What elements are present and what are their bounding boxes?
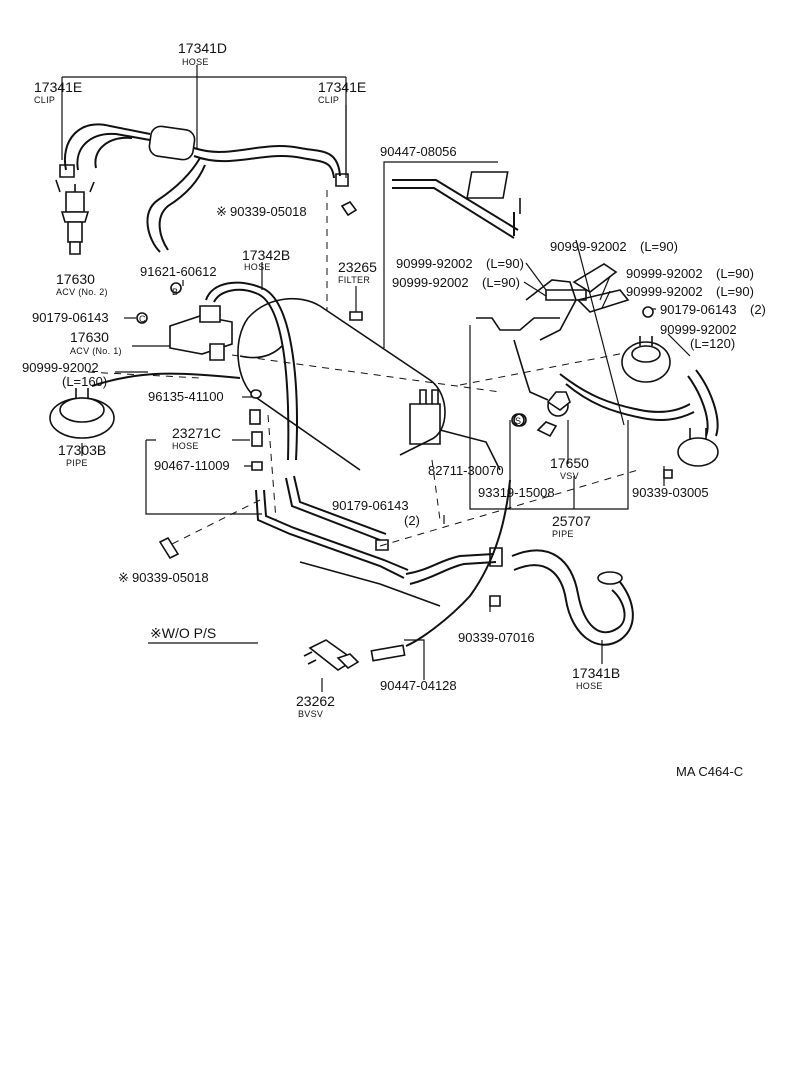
label-90999-92002-l120: 90999-92002 [660, 322, 737, 337]
label-17303b-name: PIPE [66, 458, 88, 468]
hose-17342b-drawing [205, 281, 298, 461]
label-90339-05018-upper-mark: ※ [216, 204, 227, 219]
label-90339-05018-upper: 90339-05018 [230, 204, 307, 219]
label-17303b-number: 17303B [58, 442, 106, 458]
label-17342b-number: 17342B [242, 247, 290, 263]
label-17341b-number: 17341B [572, 665, 620, 681]
acv-no2-drawing [55, 179, 95, 255]
label-90999-92002-e: 90999-92002 [626, 284, 703, 299]
label-90339-03005: 90339-03005 [632, 485, 709, 500]
label-93319-15008: 93319-15008 [478, 485, 555, 500]
hose-17341b-drawing [511, 549, 634, 646]
canister-drawing [237, 297, 501, 471]
label-23265-name: FILTER [338, 275, 370, 285]
bvsv-23262-drawing [303, 639, 360, 671]
label-l90-d: (L=90) [716, 266, 754, 281]
drawing-code: MA C464-C [676, 764, 743, 779]
label-l90-c: (L=90) [640, 239, 678, 254]
hose-90447-08056-drawing [392, 171, 521, 239]
label-17630-acv2-number: 17630 [56, 271, 95, 287]
label-17341d-name: HOSE [182, 57, 209, 67]
dashed-reference-lines [87, 190, 641, 547]
label-17341e-right-number: 17341E [318, 79, 366, 95]
label-90179-06143-right-qty: (2) [750, 302, 766, 317]
label-17630-acv1-number: 17630 [70, 329, 109, 345]
callout-s: S [515, 416, 521, 426]
hose-l160-drawing [91, 372, 241, 387]
label-90339-07016: 90339-07016 [458, 630, 535, 645]
pipe-17303b-drawing [49, 388, 115, 439]
label-90179-06143-lower-qty: (2) [404, 513, 420, 528]
label-25707-number: 25707 [552, 513, 591, 529]
label-90447-08056: 90447-08056 [380, 144, 457, 159]
label-90467-11009: 90467-11009 [154, 458, 230, 473]
label-l120: (L=120) [690, 336, 735, 351]
part-labels: 17341D HOSE 17341E CLIP 17341E CLIP 9044… [22, 40, 766, 779]
lower-pipe-assembly-drawing [255, 475, 503, 607]
filter-23265-drawing [349, 311, 363, 321]
label-l90-e: (L=90) [716, 284, 754, 299]
label-17341e-left-name: CLIP [34, 95, 55, 105]
label-25707-name: PIPE [552, 529, 574, 539]
small-hose-parts-drawing [158, 389, 263, 560]
label-90999-92002-a: 90999-92002 [396, 256, 473, 271]
callout-s-circle [511, 413, 525, 427]
plug-90339-07016-drawing [489, 595, 501, 607]
label-82711-30070: 82711-30070 [428, 463, 504, 478]
label-17630-acv1-name: ACV (No. 1) [70, 346, 122, 356]
label-23271c-name: HOSE [172, 441, 199, 451]
label-90179-06143-right: 90179-06143 [660, 302, 737, 317]
label-90999-92002-d: 90999-92002 [626, 266, 703, 281]
right-dampers-drawing [621, 306, 719, 479]
label-90179-06143-left: 90179-06143 [32, 310, 109, 325]
label-90339-05018-lower-mark: ※ [118, 570, 129, 585]
label-23271c-number: 23271C [172, 425, 221, 441]
leader-lines [61, 65, 691, 692]
note-wo-ps: ※W/O P/S [150, 625, 216, 641]
label-90179-06143-lower: 90179-06143 [332, 498, 409, 513]
label-17341b-name: HOSE [576, 681, 603, 691]
label-17630-acv2-name: ACV (No. 2) [56, 287, 108, 297]
label-17650-number: 17650 [550, 455, 589, 471]
label-90999-92002-b: 90999-92002 [392, 275, 469, 290]
label-23262-number: 23262 [296, 693, 335, 709]
label-17341e-right-name: CLIP [318, 95, 339, 105]
label-90999-92002-l160: 90999-92002 [22, 360, 99, 375]
label-17342b-name: HOSE [244, 262, 271, 272]
label-17341e-left-number: 17341E [34, 79, 82, 95]
callout-c: C [139, 314, 146, 324]
label-l90-b: (L=90) [482, 275, 520, 290]
label-90999-92002-c: 90999-92002 [550, 239, 627, 254]
hose-90447-04128-drawing [370, 479, 511, 662]
label-l160: (L=160) [62, 374, 107, 389]
label-23265-number: 23265 [338, 259, 377, 275]
plug-upper-drawing [340, 200, 358, 217]
callout-b: B [172, 287, 178, 297]
label-96135-41100: 96135-41100 [148, 389, 224, 404]
label-17650-name: VSV [560, 471, 579, 481]
label-l90-a: (L=90) [486, 256, 524, 271]
label-91621-60612: 91621-60612 [140, 264, 217, 279]
label-90339-05018-lower: 90339-05018 [132, 570, 209, 585]
label-23262-name: BVSV [298, 709, 323, 719]
acv-no1-drawing [136, 282, 233, 361]
label-90447-04128: 90447-04128 [380, 678, 457, 693]
label-17341d-number: 17341D [178, 40, 227, 56]
hose-17341d-drawing [59, 123, 349, 253]
